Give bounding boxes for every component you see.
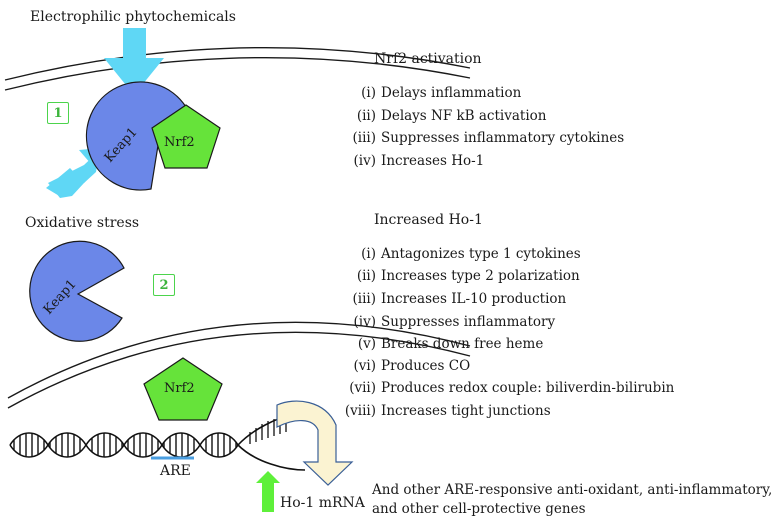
- ho1-mrna-label: Ho-1 mRNA: [280, 495, 365, 511]
- footer-line-1: And other ARE-responsive anti-oxidant, a…: [372, 482, 773, 498]
- nrf2-activation-item: (iii)Suppresses inflammatory cytokines: [352, 130, 625, 146]
- electrophilic-label: Electrophilic phytochemicals: [30, 9, 236, 25]
- nuclear-membrane-top: [7, 321, 471, 399]
- nrf2-activation-item: (ii)Delays NF kB activation: [356, 108, 547, 124]
- cell-membrane-lower: [4, 56, 471, 91]
- step-2-badge: 2: [153, 274, 175, 296]
- keap1-middle-shape: [29, 240, 125, 342]
- nrf2-activation-item: (i)Delays inflammation: [361, 85, 522, 101]
- step-1-badge: 1: [47, 102, 69, 124]
- ho1-up-arrow: [256, 471, 280, 512]
- nuclear-membrane-lower: [7, 331, 471, 409]
- mrna-arrow: [276, 400, 354, 486]
- electrophilic-arrow: [104, 28, 164, 95]
- oxidative-label: Oxidative stress: [25, 215, 140, 231]
- nrf2-nucleus-label: Nrf2: [164, 381, 195, 396]
- ho1-item: (viii)Increases tight junctions: [344, 403, 551, 419]
- ho1-item: (ii)Increases type 2 polarization: [356, 268, 580, 284]
- nrf2-activation-item: (iv)Increases Ho-1: [353, 153, 485, 169]
- nrf2-top-label: Nrf2: [164, 135, 195, 150]
- are-label: ARE: [160, 463, 191, 479]
- cell-membrane-top: [4, 46, 471, 81]
- ho1-item: (i)Antagonizes type 1 cytokines: [361, 246, 581, 262]
- nrf2-nucleus-shape: [143, 357, 223, 421]
- ho1-item: (v)Breaks down free heme: [357, 336, 544, 352]
- increased-ho1-title: Increased Ho-1: [374, 212, 483, 228]
- nrf2-top-shape: [151, 104, 221, 169]
- ho1-item: (iii)Increases IL-10 production: [352, 291, 567, 307]
- ho1-item: (iv)Suppresses inflammatory: [353, 314, 556, 330]
- ho1-item: (vi)Produces CO: [353, 358, 471, 374]
- footer-line-2: and other cell-protective genes: [372, 501, 586, 517]
- dna-helix: [9, 411, 306, 471]
- nrf2-activation-title: Nrf2 activation: [374, 51, 482, 67]
- ho1-item: (vii)Produces redox couple: biliverdin-b…: [349, 380, 675, 396]
- keap1-top-shape: [85, 81, 187, 191]
